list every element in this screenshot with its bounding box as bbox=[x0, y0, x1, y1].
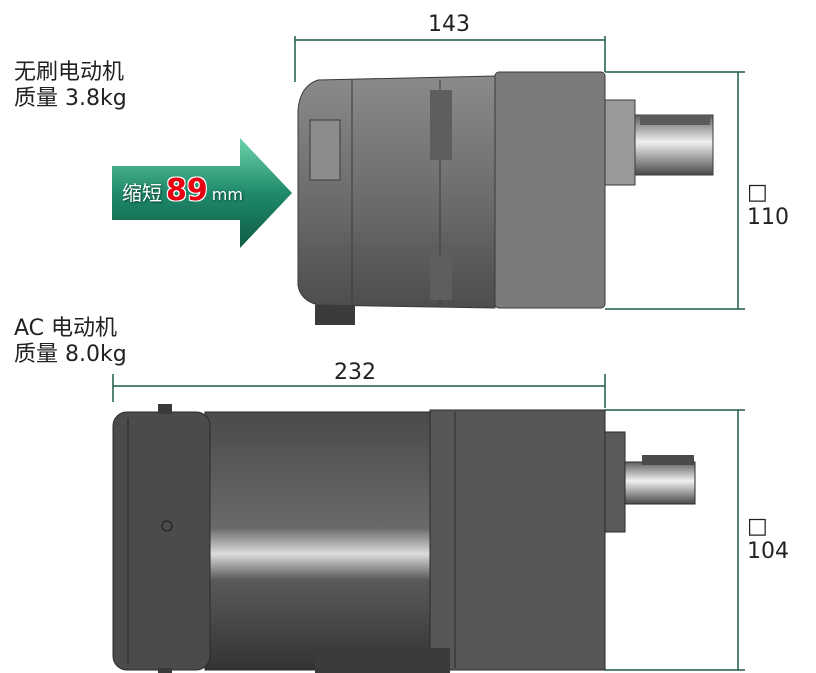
ac-motor-image bbox=[112, 404, 696, 673]
brushless-name: 无刷电动机 bbox=[14, 60, 125, 85]
ac-length-label: 232 bbox=[334, 360, 376, 385]
ac-name: AC 电动机 bbox=[14, 316, 118, 341]
brushless-mass: 质量 3.8kg bbox=[14, 86, 127, 111]
reduction-unit: mm bbox=[211, 185, 243, 204]
ac-caption: AC 电动机 质量 8.0kg bbox=[14, 316, 127, 368]
brushless-length-dimension bbox=[294, 36, 606, 82]
reduction-arrow bbox=[112, 138, 292, 248]
ac-square-dimension bbox=[605, 409, 745, 671]
reduction-value: 89 bbox=[166, 173, 208, 208]
ac-length-dimension bbox=[112, 374, 606, 408]
brushless-motor-image bbox=[297, 71, 714, 325]
brushless-length-label: 143 bbox=[428, 12, 470, 37]
ac-mass: 质量 8.0kg bbox=[14, 342, 127, 367]
brushless-square-dimension bbox=[605, 71, 745, 310]
brushless-square-label: □ 110 bbox=[747, 180, 789, 230]
ac-square-label: □ 104 bbox=[747, 514, 789, 564]
reduction-label: 缩短 89 mm bbox=[122, 173, 243, 208]
reduction-prefix: 缩短 bbox=[122, 181, 162, 205]
brushless-caption: 无刷电动机 质量 3.8kg bbox=[14, 60, 127, 112]
